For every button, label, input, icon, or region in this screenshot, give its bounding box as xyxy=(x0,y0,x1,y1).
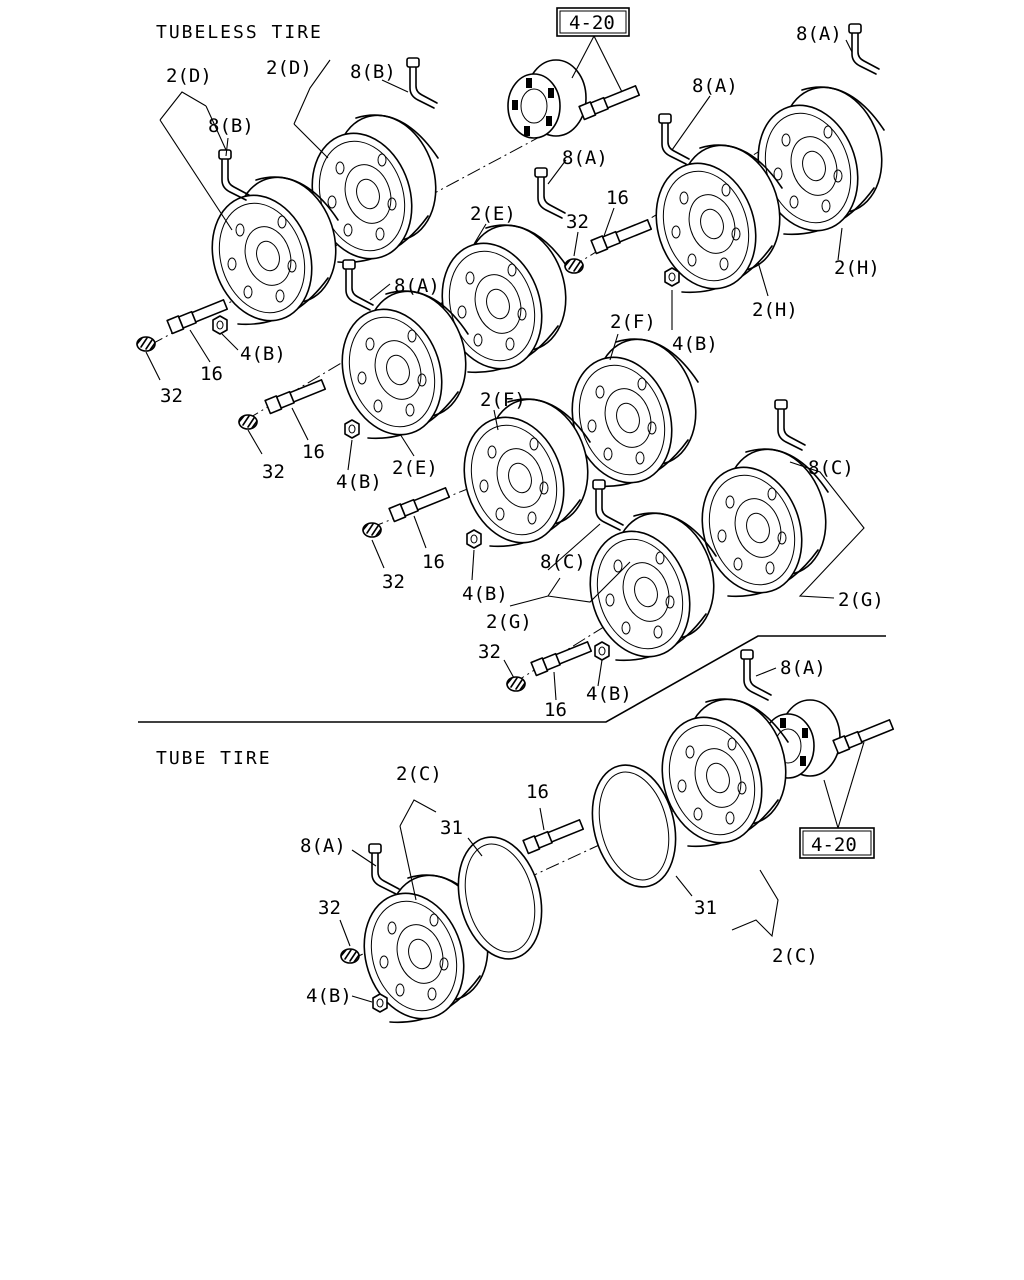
label-8A: 8(A) xyxy=(562,147,608,169)
label-2C: 2(C) xyxy=(772,945,818,967)
tubeless-tire-title: TUBELESS TIRE xyxy=(156,22,323,43)
nut-4B-a xyxy=(212,315,228,335)
hub-bolt-bottom xyxy=(832,719,895,755)
label-2G: 2(G) xyxy=(486,611,532,633)
bolt-16-e xyxy=(530,641,593,677)
label-2E: 2(E) xyxy=(392,457,438,479)
cap-32-b xyxy=(238,414,258,430)
valve-8A-tube-right xyxy=(740,649,772,701)
label-32: 32 xyxy=(382,571,405,593)
label-32: 32 xyxy=(262,461,285,483)
nut-4B-d xyxy=(466,529,482,549)
label-4B: 4(B) xyxy=(586,683,632,705)
label-16: 16 xyxy=(200,363,223,385)
label-32: 32 xyxy=(160,385,183,407)
reference-box-top[interactable]: 4-20 xyxy=(556,7,630,37)
label-16: 16 xyxy=(606,187,629,209)
label-2F: 2(F) xyxy=(480,389,526,411)
label-32: 32 xyxy=(566,211,589,233)
nut-4B-b xyxy=(344,419,360,439)
valve-8A-center xyxy=(342,259,374,311)
label-2G: 2(G) xyxy=(838,589,884,611)
nut-4B-c xyxy=(664,267,680,287)
nut-4B-e xyxy=(594,641,610,661)
label-8C: 8(C) xyxy=(540,551,586,573)
bolt-16-c xyxy=(590,219,653,255)
hub-bolt-top xyxy=(578,85,641,121)
label-8A: 8(A) xyxy=(692,75,738,97)
label-4B: 4(B) xyxy=(336,471,382,493)
cap-32-c xyxy=(564,258,584,274)
nut-4B-f xyxy=(372,993,388,1013)
section-separator xyxy=(138,635,886,723)
bolt-16-f xyxy=(522,819,585,855)
label-4B: 4(B) xyxy=(672,333,718,355)
label-16: 16 xyxy=(302,441,325,463)
label-2D: 2(D) xyxy=(266,57,312,79)
label-2H: 2(H) xyxy=(752,299,798,321)
label-32: 32 xyxy=(318,897,341,919)
cap-32-a xyxy=(136,336,156,352)
label-8B: 8(B) xyxy=(350,61,396,83)
label-16: 16 xyxy=(526,781,549,803)
label-8B: 8(B) xyxy=(208,115,254,137)
label-16: 16 xyxy=(422,551,445,573)
label-2C: 2(C) xyxy=(396,763,442,785)
valve-8A-mid xyxy=(534,167,566,219)
label-2D: 2(D) xyxy=(166,65,212,87)
bolt-16-d xyxy=(388,487,451,523)
reference-box-bottom-label: 4-20 xyxy=(811,834,857,856)
label-8A: 8(A) xyxy=(394,275,440,297)
label-8A: 8(A) xyxy=(300,835,346,857)
label-4B: 4(B) xyxy=(462,583,508,605)
valve-8B-upper xyxy=(406,57,438,109)
valve-8A-tube-left xyxy=(368,843,400,895)
label-2E: 2(E) xyxy=(470,203,516,225)
label-31: 31 xyxy=(440,817,463,839)
valve-8C-right xyxy=(774,399,806,451)
reference-box-bottom[interactable]: 4-20 xyxy=(799,827,875,859)
reference-box-top-label: 4-20 xyxy=(569,12,615,34)
label-16: 16 xyxy=(544,699,567,721)
label-2F: 2(F) xyxy=(610,311,656,333)
label-2H: 2(H) xyxy=(834,257,880,279)
valve-8B-left xyxy=(218,149,250,201)
bolt-16-b xyxy=(264,379,327,415)
leader-lines xyxy=(145,39,865,1003)
hub-top xyxy=(507,59,587,139)
valve-8A-top-right xyxy=(848,23,880,75)
label-31: 31 xyxy=(694,897,717,919)
tube-tire-title: TUBE TIRE xyxy=(156,748,272,769)
valve-8A-right xyxy=(658,113,690,165)
cap-32-f xyxy=(340,948,360,964)
cap-32-d xyxy=(362,522,382,538)
label-4B: 4(B) xyxy=(306,985,352,1007)
label-4B: 4(B) xyxy=(240,343,286,365)
label-8A: 8(A) xyxy=(796,23,842,45)
label-8C: 8(C) xyxy=(808,457,854,479)
cap-32-e xyxy=(506,676,526,692)
callout-labels: 2(D) 2(D) 8(B) 8(B) 8(A) 8(A) 8(A) 8(A) … xyxy=(160,23,884,1007)
valve-8C-mid xyxy=(592,479,624,531)
label-8A: 8(A) xyxy=(780,657,826,679)
label-32: 32 xyxy=(478,641,501,663)
